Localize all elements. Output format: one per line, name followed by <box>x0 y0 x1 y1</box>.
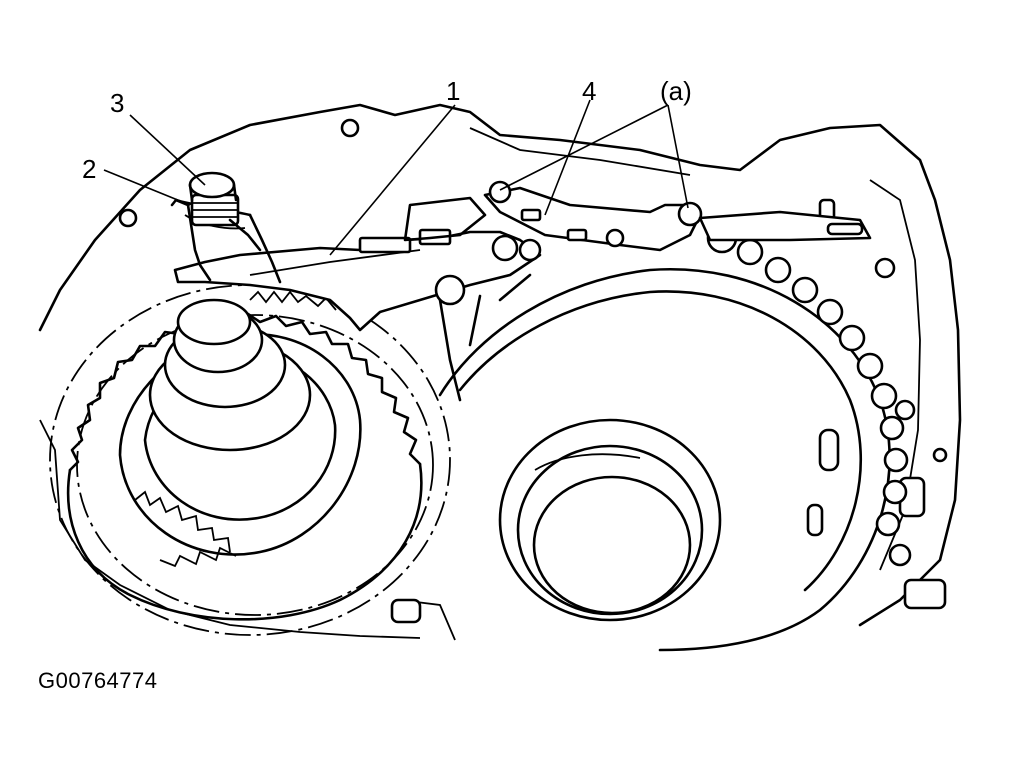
case-housing <box>38 103 962 641</box>
callout-label-1: 1 <box>446 76 460 106</box>
perimeter-bolts <box>706 222 909 537</box>
leader-lines <box>103 99 689 256</box>
drum-assembly <box>438 267 891 652</box>
callout-label-4: 4 <box>582 76 596 106</box>
callout-label-2: 2 <box>82 154 96 184</box>
gear-assembly <box>49 284 451 636</box>
lever-1 <box>173 228 542 402</box>
callout-label-a: (a) <box>660 76 692 106</box>
callout-label-3: 3 <box>110 88 124 118</box>
bracket-4 <box>403 180 872 252</box>
figure-id: G00764774 <box>38 668 158 693</box>
pin-3 <box>188 171 262 252</box>
